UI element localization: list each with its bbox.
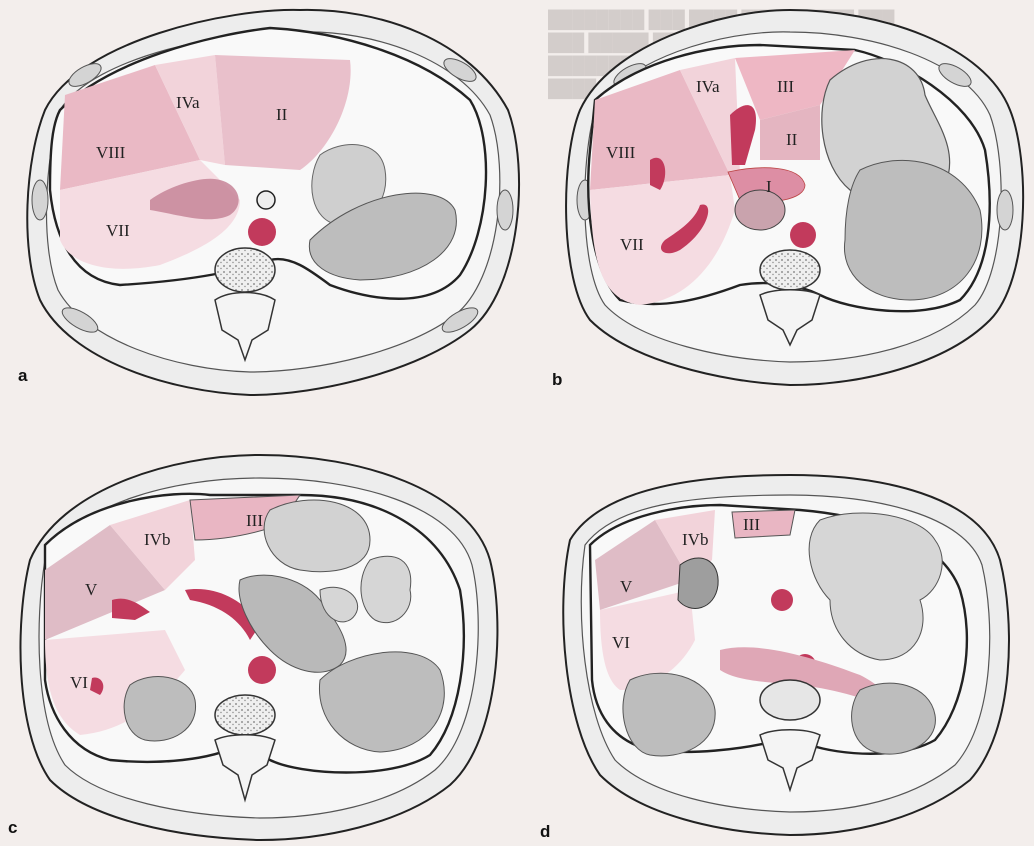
panel-c-section: IVb III V VI xyxy=(20,455,497,840)
panel-b-section: IVa III II VIII I VII xyxy=(566,10,1023,385)
panel-b-segment-IVa: IVa xyxy=(696,77,720,96)
panel-d-segment-III: III xyxy=(743,515,760,534)
panel-a-label: a xyxy=(18,366,27,386)
panel-b-segment-VIII: VIII xyxy=(606,143,636,162)
panel-b-segment-III: III xyxy=(777,77,794,96)
panel-c-label: c xyxy=(8,818,17,838)
panel-a-segment-VIII: VIII xyxy=(96,143,126,162)
panel-c-segment-VI: VI xyxy=(70,673,88,692)
panel-a-segment-II: II xyxy=(276,105,288,124)
panel-c-segment-IVb: IVb xyxy=(144,530,170,549)
panel-d-segment-V: V xyxy=(620,577,633,596)
panel-b-label: b xyxy=(552,370,562,390)
panel-a-section: IVa II VIII VII xyxy=(27,10,519,395)
panel-a-segment-VII: VII xyxy=(106,221,130,240)
panel-b-segment-VII: VII xyxy=(620,235,644,254)
panel-c-segment-III: III xyxy=(246,511,263,530)
panel-d-segment-IVb: IVb xyxy=(682,530,708,549)
panel-d-segment-VI: VI xyxy=(612,633,630,652)
panel-b-segment-I: I xyxy=(766,177,772,196)
panel-c-segment-V: V xyxy=(85,580,98,599)
panel-d-section: IVb III V VI xyxy=(563,475,1009,835)
panel-d-label: d xyxy=(540,822,550,842)
panel-a-segment-IVa: IVa xyxy=(176,93,200,112)
panel-b-segment-II: II xyxy=(786,130,798,149)
